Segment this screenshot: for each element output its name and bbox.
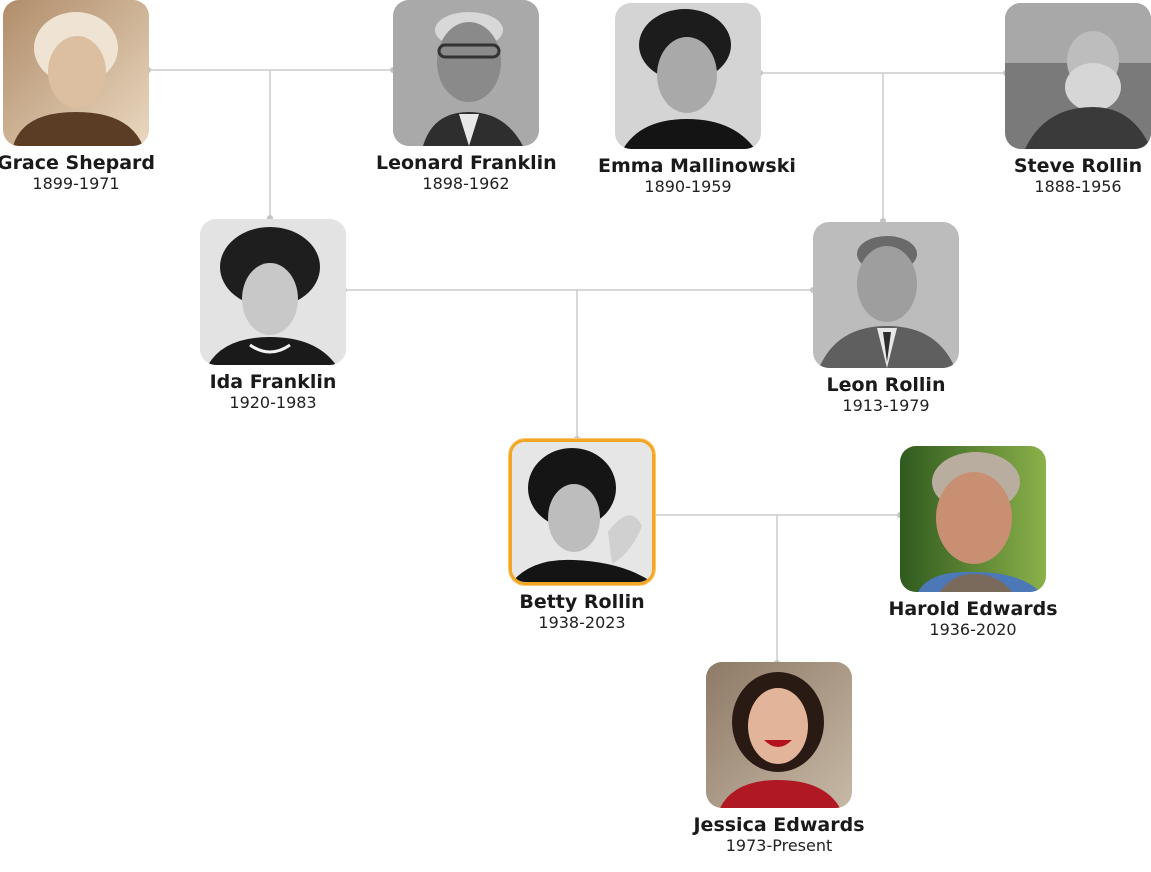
person-card-leon-rollin[interactable]: Leon Rollin 1913-1979 bbox=[796, 222, 976, 416]
portrait-photo[interactable] bbox=[3, 0, 149, 146]
person-lifespan: 1920-1983 bbox=[229, 393, 317, 412]
portrait-photo[interactable] bbox=[706, 662, 852, 808]
portrait-photo[interactable] bbox=[900, 446, 1046, 592]
person-lifespan: 1888-1956 bbox=[1034, 177, 1122, 196]
person-name: Betty Rollin bbox=[519, 591, 645, 613]
person-lifespan: 1936-2020 bbox=[929, 620, 1017, 639]
portrait-photo[interactable] bbox=[200, 219, 346, 365]
portrait-photo-selected[interactable] bbox=[509, 439, 655, 585]
person-name: Jessica Edwards bbox=[693, 814, 865, 836]
person-card-leonard-franklin[interactable]: Leonard Franklin 1898-1962 bbox=[376, 0, 557, 194]
portrait-photo[interactable] bbox=[1005, 3, 1151, 149]
person-card-harold-edwards[interactable]: Harold Edwards 1936-2020 bbox=[883, 446, 1063, 640]
person-card-grace-shepard[interactable]: Grace Shepard 1899-1971 bbox=[0, 0, 166, 194]
person-lifespan: 1973-Present bbox=[725, 836, 833, 855]
portrait-photo[interactable] bbox=[813, 222, 959, 368]
person-name: Grace Shepard bbox=[0, 152, 156, 174]
portrait-photo[interactable] bbox=[615, 3, 761, 149]
person-lifespan: 1913-1979 bbox=[842, 396, 930, 415]
person-name: Ida Franklin bbox=[209, 371, 337, 393]
person-card-steve-rollin[interactable]: Steve Rollin 1888-1956 bbox=[988, 3, 1151, 197]
person-lifespan: 1898-1962 bbox=[422, 174, 510, 193]
person-name: Steve Rollin bbox=[1013, 155, 1143, 177]
person-name: Harold Edwards bbox=[888, 598, 1058, 620]
person-card-emma-mallinowski[interactable]: Emma Mallinowski 1890-1959 bbox=[598, 3, 796, 197]
person-name: Leonard Franklin bbox=[376, 152, 557, 174]
person-lifespan: 1899-1971 bbox=[32, 174, 120, 193]
person-card-jessica-edwards[interactable]: Jessica Edwards 1973-Present bbox=[689, 662, 869, 856]
person-name: Emma Mallinowski bbox=[598, 155, 796, 177]
person-name: Leon Rollin bbox=[826, 374, 946, 396]
portrait-photo[interactable] bbox=[393, 0, 539, 146]
person-lifespan: 1890-1959 bbox=[644, 177, 732, 196]
person-lifespan: 1938-2023 bbox=[538, 613, 626, 632]
person-card-ida-franklin[interactable]: Ida Franklin 1920-1983 bbox=[183, 219, 363, 413]
person-card-betty-rollin[interactable]: Betty Rollin 1938-2023 bbox=[492, 439, 672, 633]
